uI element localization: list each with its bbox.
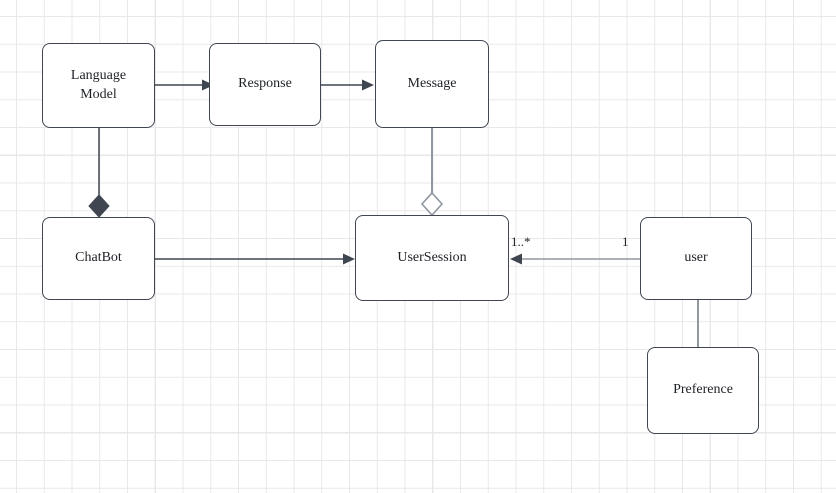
edge-user-to-usersession[interactable] — [502, 244, 647, 274]
node-user[interactable]: user — [640, 217, 752, 300]
multiplicity-label-user: 1 — [622, 234, 629, 249]
edge-language-model-to-chatbot[interactable] — [78, 122, 120, 222]
arrowhead-solid-icon — [202, 79, 214, 91]
edge-response-to-message[interactable] — [316, 70, 386, 100]
arrowhead-solid-icon — [510, 253, 522, 265]
node-message[interactable]: Message — [375, 40, 489, 128]
edge-chatbot-to-usersession[interactable] — [150, 244, 365, 274]
arrowhead-solid-icon — [343, 253, 355, 265]
arrowhead-solid-icon — [362, 79, 374, 91]
composition-diamond-filled-icon — [88, 194, 110, 218]
node-user-session[interactable]: UserSession — [355, 215, 509, 301]
multiplicity-label-usersession: 1..* — [511, 234, 531, 249]
edge-language-model-to-response[interactable] — [150, 70, 220, 100]
node-chatbot[interactable]: ChatBot — [42, 217, 155, 300]
node-language-model[interactable]: Language Model — [42, 43, 155, 128]
aggregation-diamond-hollow-icon — [420, 191, 444, 217]
edge-message-to-usersession[interactable] — [411, 125, 453, 221]
edge-user-to-preference[interactable] — [683, 297, 713, 353]
node-response[interactable]: Response — [209, 43, 321, 126]
node-preference[interactable]: Preference — [647, 347, 759, 434]
